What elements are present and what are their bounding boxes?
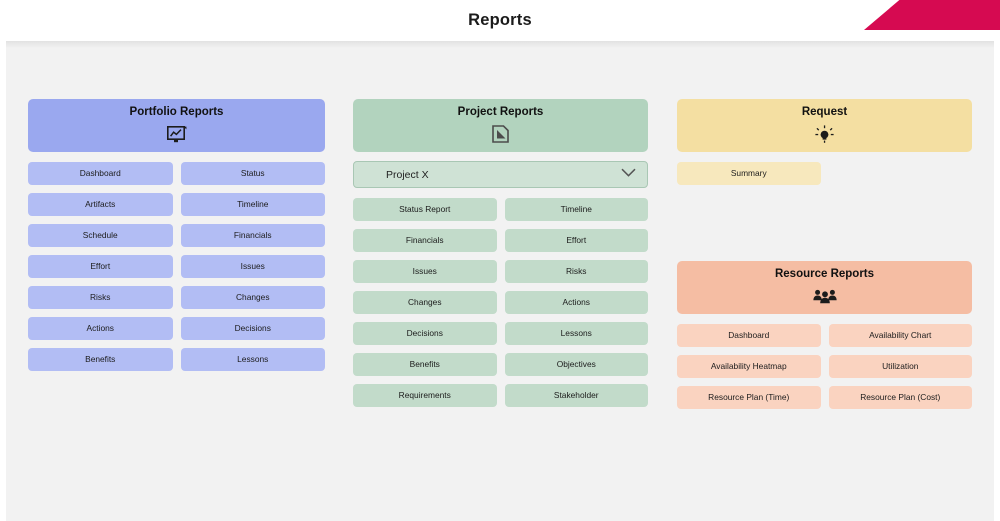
portfolio-button-artifacts[interactable]: Artifacts <box>28 193 173 216</box>
resource-reports-title: Resource Reports <box>774 268 875 280</box>
request-card: Request Summary <box>677 99 972 185</box>
resource-button-availability-chart[interactable]: Availability Chart <box>828 324 972 347</box>
portfolio-reports-buttons: Dashboard Status Artifacts Timeline Sche… <box>28 162 325 371</box>
portfolio-reports-card: Portfolio Reports Dashboard Status Artif… <box>28 99 325 371</box>
portfolio-button-actions[interactable]: Actions <box>28 317 173 340</box>
right-column: Request Summary <box>677 99 972 409</box>
resource-button-utilization[interactable]: Utilization <box>828 355 972 378</box>
project-button-issues[interactable]: Issues <box>353 260 497 283</box>
project-button-status-report[interactable]: Status Report <box>353 198 497 221</box>
portfolio-button-benefits[interactable]: Benefits <box>28 348 173 371</box>
portfolio-button-schedule[interactable]: Schedule <box>28 224 173 247</box>
chart-monitor-icon <box>166 124 187 144</box>
project-button-effort[interactable]: Effort <box>504 229 648 252</box>
project-select[interactable]: Project X <box>353 161 648 188</box>
portfolio-button-financials[interactable]: Financials <box>180 224 325 247</box>
portfolio-reports-title: Portfolio Reports <box>129 106 224 118</box>
resource-button-availability-heatmap[interactable]: Availability Heatmap <box>677 355 821 378</box>
portfolio-button-changes[interactable]: Changes <box>180 286 325 309</box>
project-button-risks[interactable]: Risks <box>504 260 648 283</box>
project-reports-card: Project Reports Project X Status Report … <box>353 99 648 407</box>
portfolio-button-decisions[interactable]: Decisions <box>180 317 325 340</box>
right-column-spacer <box>677 185 972 261</box>
project-button-financials[interactable]: Financials <box>353 229 497 252</box>
resource-reports-header: Resource Reports <box>677 261 972 314</box>
project-button-actions[interactable]: Actions <box>504 291 648 314</box>
portfolio-button-risks[interactable]: Risks <box>28 286 173 309</box>
project-select-value: Project X <box>386 168 429 181</box>
project-button-lessons[interactable]: Lessons <box>504 322 648 345</box>
lightbulb-icon <box>815 124 834 144</box>
resource-reports-card: Resource Reports Dashboard Availability … <box>677 261 972 409</box>
document-page-icon <box>492 124 509 144</box>
portfolio-button-dashboard[interactable]: Dashboard <box>28 162 173 185</box>
project-button-stakeholder[interactable]: Stakeholder <box>504 384 648 407</box>
app-header: Reports <box>0 0 1000 41</box>
portfolio-button-status[interactable]: Status <box>180 162 325 185</box>
request-buttons: Summary <box>677 162 972 185</box>
portfolio-button-effort[interactable]: Effort <box>28 255 173 278</box>
request-header: Request <box>677 99 972 152</box>
request-title: Request <box>801 106 848 118</box>
page-title: Reports <box>468 11 532 29</box>
chevron-down-icon[interactable] <box>621 164 636 182</box>
project-reports-buttons: Status Report Timeline Financials Effort… <box>353 198 648 407</box>
portfolio-button-issues[interactable]: Issues <box>180 255 325 278</box>
resource-button-dashboard[interactable]: Dashboard <box>677 324 821 347</box>
portfolio-button-lessons[interactable]: Lessons <box>180 348 325 371</box>
resource-button-resource-plan-time[interactable]: Resource Plan (Time) <box>677 386 821 409</box>
body-top-shadow <box>6 41 994 48</box>
portfolio-reports-header: Portfolio Reports <box>28 99 325 152</box>
project-reports-title: Project Reports <box>457 106 544 118</box>
project-button-benefits[interactable]: Benefits <box>353 353 497 376</box>
people-group-icon <box>812 286 837 306</box>
resource-button-resource-plan-cost[interactable]: Resource Plan (Cost) <box>828 386 972 409</box>
project-button-objectives[interactable]: Objectives <box>504 353 648 376</box>
project-button-timeline[interactable]: Timeline <box>504 198 648 221</box>
portfolio-button-timeline[interactable]: Timeline <box>180 193 325 216</box>
resource-reports-buttons: Dashboard Availability Chart Availabilit… <box>677 324 972 409</box>
project-button-decisions[interactable]: Decisions <box>353 322 497 345</box>
project-reports-header: Project Reports <box>353 99 648 152</box>
header-accent-fold <box>864 30 1000 41</box>
request-button-summary[interactable]: Summary <box>677 162 821 185</box>
project-button-changes[interactable]: Changes <box>353 291 497 314</box>
project-button-requirements[interactable]: Requirements <box>353 384 497 407</box>
